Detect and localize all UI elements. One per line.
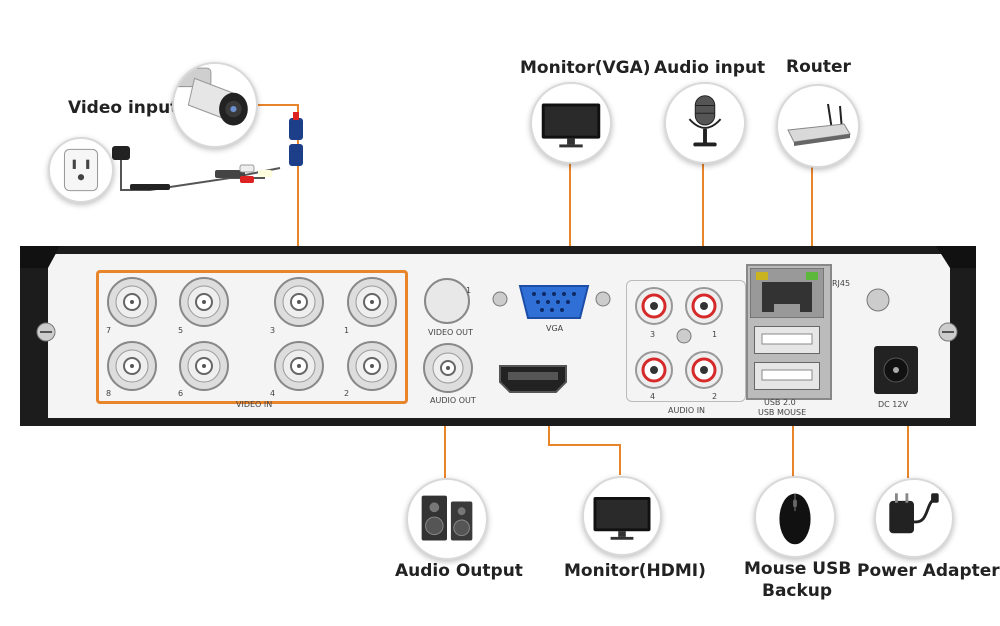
camera-circle xyxy=(172,62,258,148)
label-power-adapter: Power Adapter xyxy=(857,561,1000,581)
label-router: Router xyxy=(786,57,851,77)
bnc-video-in-3[interactable] xyxy=(273,276,325,332)
video-out-number: 1 xyxy=(466,286,472,295)
audio-in-number: 1 xyxy=(712,330,718,339)
bnc-video-in-8[interactable] xyxy=(106,340,158,396)
bnc-number: 5 xyxy=(178,326,184,335)
vga-port[interactable] xyxy=(518,282,590,326)
bnc-video-in-6[interactable] xyxy=(178,340,230,396)
label-monitor-hdmi: Monitor(HDMI) xyxy=(564,561,706,581)
rj45-silk: RJ45 xyxy=(832,279,851,288)
monitor-icon xyxy=(593,497,651,540)
speaker-icon xyxy=(421,495,473,541)
hdmi-port[interactable] xyxy=(498,364,568,398)
bnc-video-in-7[interactable] xyxy=(106,276,158,332)
bnc-number: 3 xyxy=(270,326,276,335)
video-out-silk: VIDEO OUT xyxy=(428,328,473,337)
router-circle xyxy=(776,84,860,168)
mouse-icon xyxy=(779,493,811,545)
audio-in-2-port[interactable] xyxy=(684,350,724,394)
label-monitor-vga: Monitor(VGA) xyxy=(520,58,651,78)
audio-in-number: 2 xyxy=(712,392,718,401)
vga-silk: VGA xyxy=(546,324,564,333)
dvr-rear-panel: 7 5 3 1 8 6 4 2 VIDEO IN 1 VIDEO OUT AUD… xyxy=(20,246,976,426)
bnc-number: 8 xyxy=(106,389,112,398)
video-out-port[interactable] xyxy=(422,276,472,330)
label-video-input: Video input xyxy=(68,98,179,118)
usb-mouse-silk: USB MOUSE xyxy=(758,408,807,417)
power-adapter-circle xyxy=(874,478,954,558)
bnc-number: 7 xyxy=(106,326,112,335)
bnc-number: 1 xyxy=(344,326,350,335)
router-icon xyxy=(787,103,851,146)
label-audio-input: Audio input xyxy=(654,58,766,78)
bnc-video-in-5[interactable] xyxy=(178,276,230,332)
video-in-silk: VIDEO IN xyxy=(236,400,273,409)
label-mouse-usb-backup-line2: Backup xyxy=(762,581,833,601)
usb-port-bottom[interactable] xyxy=(753,361,821,394)
audio-input-circle xyxy=(664,82,746,164)
usb-silk: USB 2.0 xyxy=(764,398,796,407)
audio-in-frame xyxy=(626,280,746,402)
security-camera-icon xyxy=(174,67,248,126)
label-audio-output: Audio Output xyxy=(395,561,523,581)
power-adapter-icon xyxy=(889,493,939,534)
dvr-panel-body xyxy=(20,246,976,426)
outlet-circle xyxy=(48,137,114,203)
monitor-vga-circle xyxy=(530,82,612,164)
audio-out-silk: AUDIO OUT xyxy=(430,396,476,405)
rj45-port[interactable] xyxy=(749,267,825,322)
audio-in-4-port[interactable] xyxy=(634,350,674,394)
audio-in-3-port[interactable] xyxy=(634,286,674,330)
bnc-video-in-4[interactable] xyxy=(273,340,325,396)
audio-in-number: 3 xyxy=(650,330,656,339)
audio-out-port[interactable] xyxy=(422,342,474,398)
audio-in-1-port[interactable] xyxy=(684,286,724,330)
monitor-hdmi-circle xyxy=(582,476,662,556)
bnc-number: 6 xyxy=(178,389,184,398)
usb-port-top[interactable] xyxy=(753,325,821,358)
microphone-icon xyxy=(688,95,722,147)
bnc-video-in-2[interactable] xyxy=(346,340,398,396)
video-in-highlight xyxy=(96,270,408,404)
bnc-number: 4 xyxy=(270,389,276,398)
audio-output-circle xyxy=(406,478,488,560)
bnc-number: 2 xyxy=(344,389,350,398)
monitor-icon xyxy=(541,103,601,148)
wall-outlet-icon xyxy=(63,148,99,192)
bnc-video-in-1[interactable] xyxy=(346,276,398,332)
mouse-circle xyxy=(754,476,836,558)
audio-in-silk: AUDIO IN xyxy=(668,406,706,415)
dc-silk: DC 12V xyxy=(878,400,908,409)
dc-power-port[interactable] xyxy=(874,346,918,398)
label-mouse-usb-backup-line1: Mouse USB xyxy=(744,559,852,579)
audio-in-number: 4 xyxy=(650,392,656,401)
